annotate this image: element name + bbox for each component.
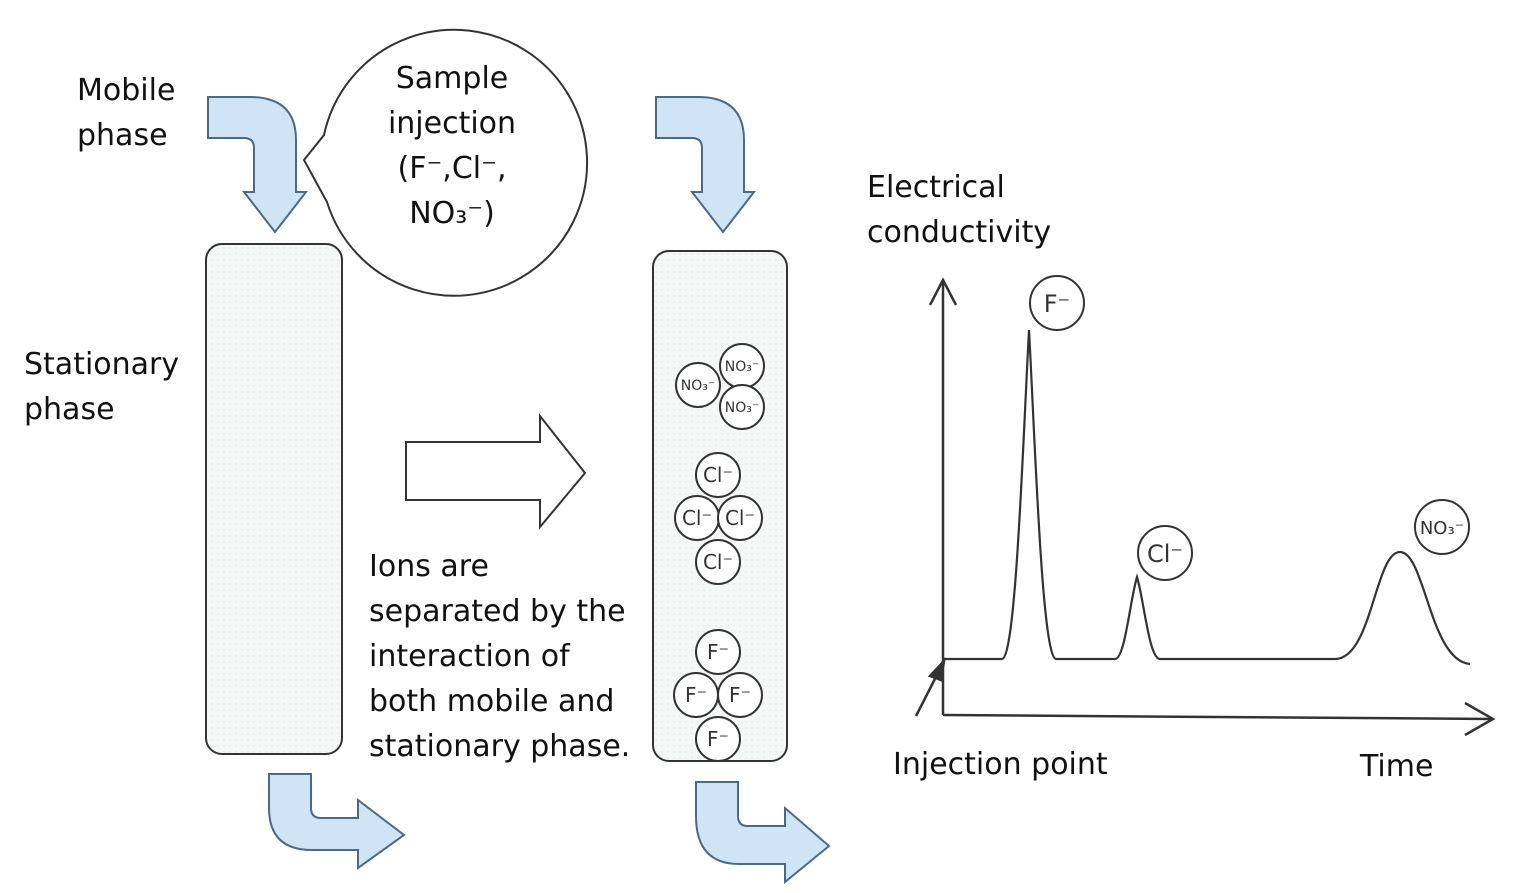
x-axis-label: Time [1360, 749, 1434, 784]
nitrate-ion-2: NO₃⁻ [675, 362, 721, 408]
svg-text:Cl⁻: Cl⁻ [725, 506, 755, 530]
svg-text:Cl⁻: Cl⁻ [703, 463, 733, 487]
svg-text:F⁻: F⁻ [707, 640, 729, 664]
chromatogram-trace [943, 329, 1471, 666]
fluoride-ion-4: F⁻ [695, 716, 741, 762]
svg-text:F⁻: F⁻ [729, 683, 751, 707]
svg-text:Cl⁻: Cl⁻ [703, 550, 733, 574]
chromatogram-axes [928, 277, 1496, 737]
sample-injection-bubble [302, 28, 589, 297]
injection-point-arrow [914, 657, 946, 717]
fluoride-ion-1: F⁻ [695, 629, 741, 675]
separation-description: Ions are separated by the interaction of… [369, 549, 631, 764]
sample-injection-label: Sample injection (F⁻,Cl⁻, NO₃⁻) [387, 61, 517, 231]
svg-text:Cl⁻: Cl⁻ [1147, 540, 1183, 568]
chloride-ion-1: Cl⁻ [695, 452, 741, 498]
mobile-phase-label: Mobile phase [77, 73, 176, 153]
nitrate-ion-1: NO₃⁻ [719, 343, 765, 389]
svg-text:NO₃⁻: NO₃⁻ [725, 359, 760, 375]
svg-text:NO₃⁻: NO₃⁻ [725, 400, 760, 416]
x-axis-arrowhead [1464, 701, 1496, 737]
injection-point-label: Injection point [893, 747, 1108, 782]
svg-text:F⁻: F⁻ [685, 683, 707, 707]
fluoride-ion-group: F⁻ F⁻ F⁻ F⁻ [673, 629, 763, 762]
fluoride-ion-2: F⁻ [673, 672, 719, 718]
svg-text:NO₃⁻: NO₃⁻ [1420, 518, 1464, 539]
chloride-ion-3: Cl⁻ [717, 495, 763, 541]
process-arrow [405, 413, 587, 530]
stationary-phase-column-before [205, 243, 343, 755]
right-column-outflow-arrow [695, 781, 831, 885]
right-column-inflow-arrow [655, 96, 757, 234]
nitrate-ion-3: NO₃⁻ [719, 384, 765, 430]
fluoride-peak-label: F⁻ [1029, 275, 1085, 331]
left-column-outflow-arrow [268, 773, 406, 870]
svg-text:NO₃⁻: NO₃⁻ [681, 378, 716, 394]
svg-text:F⁻: F⁻ [707, 727, 729, 751]
x-axis-line [942, 713, 1494, 721]
chloride-peak-label: Cl⁻ [1137, 525, 1193, 581]
nitrate-ion-group: NO₃⁻ NO₃⁻ NO₃⁻ [675, 343, 765, 430]
fluoride-ion-3: F⁻ [717, 672, 763, 718]
chloride-ion-4: Cl⁻ [695, 539, 741, 585]
y-axis-label: Electrical conductivity [867, 170, 1052, 250]
stationary-phase-label: Stationary phase [24, 347, 180, 427]
chloride-ion-2: Cl⁻ [674, 495, 720, 541]
y-axis-arrowhead [928, 277, 958, 306]
nitrate-peak-label: NO₃⁻ [1414, 499, 1470, 555]
mobile-phase-inflow-arrow [207, 96, 309, 234]
svg-text:F⁻: F⁻ [1044, 290, 1070, 318]
chloride-ion-group: Cl⁻ Cl⁻ Cl⁻ Cl⁻ [674, 452, 763, 585]
svg-text:Cl⁻: Cl⁻ [682, 506, 712, 530]
